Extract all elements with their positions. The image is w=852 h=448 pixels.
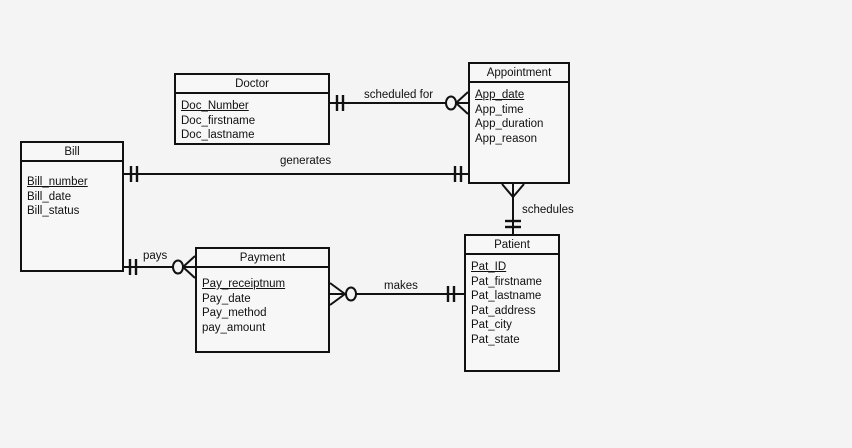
relationship-line-generates [124, 166, 468, 182]
attribute-app-date: App_date [475, 89, 525, 101]
relationship-line-pays [124, 255, 196, 279]
attribute-pat-lastname: Pat_lastname [471, 290, 542, 302]
entity-patient[interactable]: Patient Pat_ID Pat_firstname Pat_lastnam… [464, 234, 560, 372]
entity-appointment-title: Appointment [470, 64, 568, 83]
entity-doctor-attributes: Doc_Number Doc_firstname Doc_lastname [176, 94, 328, 143]
relationship-line-scheduled-for [330, 91, 469, 115]
entity-doctor[interactable]: Doctor Doc_Number Doc_firstname Doc_last… [174, 73, 330, 145]
entity-payment-title: Payment [197, 249, 328, 268]
attribute-doc-firstname: Doc_firstname [181, 114, 256, 127]
entity-patient-attributes: Pat_ID Pat_firstname Pat_lastname Pat_ad… [466, 255, 558, 347]
cardinality-one-mandatory-bill-pays [128, 259, 138, 275]
relationship-line-makes [329, 282, 464, 306]
entity-payment-attributes: Pay_receiptnum Pay_date Pay_method pay_a… [197, 268, 328, 335]
entity-bill-title: Bill [22, 143, 122, 162]
cardinality-zero-or-many-payment [172, 255, 196, 279]
cardinality-zero-or-many-appointment [445, 91, 469, 115]
entity-appointment-attributes: App_date App_time App_duration App_reaso… [470, 83, 568, 146]
entity-bill[interactable]: Bill Bill_number Bill_date Bill_status [20, 141, 124, 272]
cardinality-one-mandatory-bill [129, 166, 139, 182]
attribute-app-time: App_time [475, 103, 524, 116]
attribute-pat-id: Pat_ID [471, 261, 507, 273]
cardinality-zero-or-many-payment-makes [329, 282, 357, 306]
attribute-pat-city: Pat_city [471, 319, 512, 331]
attribute-app-duration: App_duration [475, 118, 544, 130]
attribute-app-reason: App_reason [475, 132, 538, 145]
attribute-pay-method: Pay_method [202, 307, 267, 319]
cardinality-one-mandatory-doctor [335, 95, 345, 111]
attribute-bill-date: Bill_date [27, 190, 72, 203]
entity-appointment[interactable]: Appointment App_date App_time App_durati… [468, 62, 570, 184]
attribute-bill-status: Bill_status [27, 205, 80, 217]
attribute-pay-amount: pay_amount [202, 321, 266, 334]
attribute-bill-number: Bill_number [27, 176, 88, 188]
cardinality-many-appointment [501, 183, 525, 198]
entity-patient-title: Patient [466, 236, 558, 255]
attribute-pat-address: Pat_address [471, 304, 536, 317]
attribute-pay-date: Pay_date [202, 292, 251, 305]
relationship-label-scheduled-for: scheduled for [364, 89, 434, 101]
cardinality-one-mandatory-appointment [453, 166, 463, 182]
attribute-pat-state: Pat_state [471, 333, 520, 346]
attribute-pat-firstname: Pat_firstname [471, 275, 542, 288]
cardinality-one-mandatory-patient-schedules [505, 219, 521, 229]
attribute-pay-receiptnum: Pay_receiptnum [202, 278, 286, 290]
relationship-label-schedules: schedules [522, 204, 574, 216]
attribute-doc-number: Doc_Number [181, 100, 249, 112]
entity-bill-attributes: Bill_number Bill_date Bill_status [22, 162, 122, 219]
entity-doctor-title: Doctor [176, 75, 328, 94]
relationship-label-generates: generates [280, 155, 332, 167]
attribute-doc-lastname: Doc_lastname [181, 129, 255, 141]
cardinality-one-mandatory-patient-makes [446, 286, 456, 302]
relationship-label-makes: makes [384, 280, 418, 292]
relationship-label-pays: pays [143, 250, 168, 262]
entity-payment[interactable]: Payment Pay_receiptnum Pay_date Pay_meth… [195, 247, 330, 353]
relationship-line-schedules [501, 183, 525, 234]
